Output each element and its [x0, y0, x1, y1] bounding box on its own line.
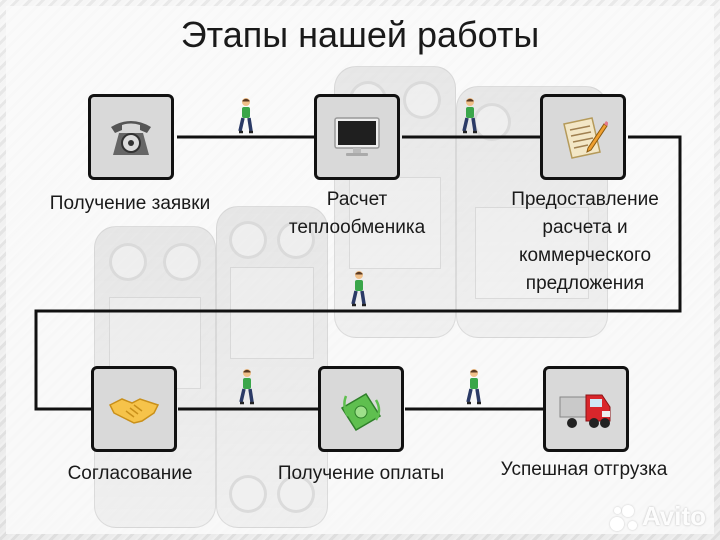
avito-watermark-text: Avito — [641, 501, 706, 531]
step-caption-proposal: Предоставление расчета и коммерческого п… — [511, 189, 659, 294]
walking-person-icon — [462, 98, 477, 134]
walking-person-icon — [238, 98, 253, 134]
step-node-proposal — [540, 94, 626, 180]
truck-icon — [559, 394, 611, 428]
walking-person-icon — [239, 369, 254, 405]
document-pencil-icon — [563, 117, 608, 159]
step-node-shipment — [543, 366, 629, 452]
money-icon — [340, 392, 382, 432]
handshake-icon — [108, 398, 160, 424]
step-caption-payment: Получение оплаты — [277, 463, 445, 484]
page-title: Этапы нашей работы — [180, 14, 540, 55]
step-node-calculation — [314, 94, 400, 180]
step-caption-agreement: Согласование — [67, 463, 193, 484]
step-node-payment — [318, 366, 404, 452]
background-plate — [216, 206, 328, 528]
computer-monitor-icon — [334, 117, 380, 156]
avito-logo-icon — [609, 503, 638, 531]
step-caption-shipment: Успешная отгрузка — [500, 459, 668, 480]
telephone-icon — [111, 121, 151, 155]
walking-person-icon — [351, 271, 366, 307]
avito-watermark: Avito — [609, 501, 706, 532]
step-node-request — [88, 94, 174, 180]
step-caption-calculation: Расчет теплообменика — [288, 189, 426, 238]
step-caption-request: Получение заявки — [49, 193, 211, 214]
step-node-agreement — [91, 366, 177, 452]
walking-person-icon — [466, 369, 481, 405]
